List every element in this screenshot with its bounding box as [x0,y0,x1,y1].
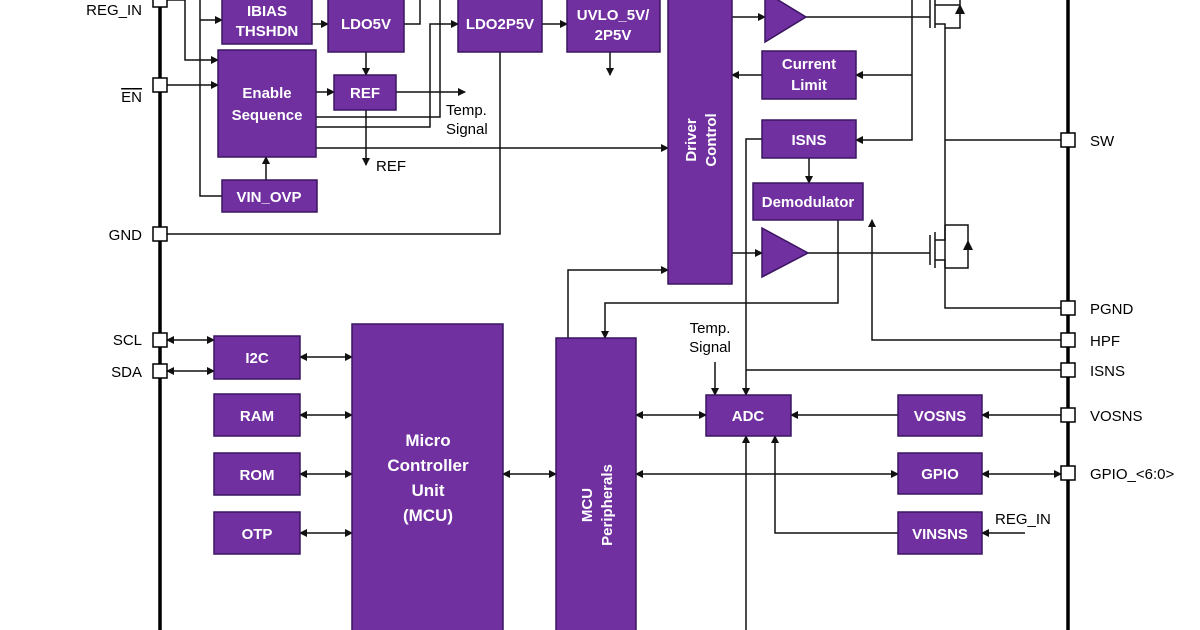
label-temp-signal: Temp.Signal [446,102,488,138]
svg-text:Demodulator: Demodulator [762,194,855,211]
block-gpio: GPIO [897,452,983,495]
label-scl: SCL [113,332,142,349]
svg-text:LDO5V: LDO5V [341,16,391,33]
pin-en [152,77,168,93]
block-demodulator: Demodulator [752,182,864,221]
label-en: EN [121,89,142,106]
svg-text:GPIO: GPIO [921,466,959,483]
svg-text:UVLO_5V/2P5V: UVLO_5V/2P5V [577,7,650,44]
pin-gnd [152,226,168,242]
block-isns: ISNS [761,119,857,159]
block-rom: ROM [213,452,301,496]
low-side-mosfet-icon [929,224,973,269]
block-vosns: VOSNS [897,394,983,437]
pin-sw [1060,132,1076,148]
label-hpf: HPF [1090,333,1120,350]
pin-sda [152,363,168,379]
label-isns: ISNS [1090,363,1125,380]
svg-text:VINSNS: VINSNS [912,526,968,543]
block-ldo5v: LDO5V [327,0,405,53]
label-reg-in-vinsns: REG_IN [995,511,1051,528]
block-ldo2p5v: LDO2P5V [457,0,543,53]
label-pgnd: PGND [1090,301,1134,318]
label-gnd: GND [109,227,143,244]
label-sw: SW [1090,133,1115,150]
block-vin-ovp: VIN_OVP [221,179,318,213]
low-side-driver-amp-icon [761,226,810,279]
pin-isns [1060,362,1076,378]
block-i2c: I2C [213,335,301,380]
svg-text:REF: REF [350,85,380,102]
svg-text:VOSNS: VOSNS [914,408,967,425]
svg-text:ADC: ADC [732,408,765,425]
pin-vosns [1060,407,1076,423]
pin-gpio [1060,465,1076,481]
high-side-mosfet-icon [929,0,965,29]
label-reg-in: REG_IN [86,2,142,19]
pin-scl [152,332,168,348]
svg-text:ISNS: ISNS [791,132,826,149]
pin-hpf [1060,332,1076,348]
svg-text:OTP: OTP [242,526,273,543]
label-gpio: GPIO_<6:0> [1090,466,1174,483]
pin-pgnd [1060,300,1076,316]
label-ref-out: REF [376,158,406,175]
block-ref: REF [333,74,397,111]
svg-text:ROM: ROM [240,467,275,484]
svg-text:LDO2P5V: LDO2P5V [466,16,534,33]
block-ram: RAM [213,393,301,437]
wires [166,0,1062,630]
block-otp: OTP [213,511,301,555]
block-vinsns: VINSNS [897,511,983,555]
svg-text:I2C: I2C [245,350,269,367]
label-sda: SDA [111,364,142,381]
pin-reg-in [152,0,168,8]
block-adc: ADC [705,394,792,437]
block-uvlo: UVLO_5V/2P5V [566,0,661,53]
svg-text:VIN_OVP: VIN_OVP [236,189,301,206]
label-vosns: VOSNS [1090,408,1143,425]
label-temp-signal-adc: Temp.Signal [689,320,731,356]
high-side-driver-amp-icon [764,0,808,44]
svg-text:RAM: RAM [240,408,274,425]
